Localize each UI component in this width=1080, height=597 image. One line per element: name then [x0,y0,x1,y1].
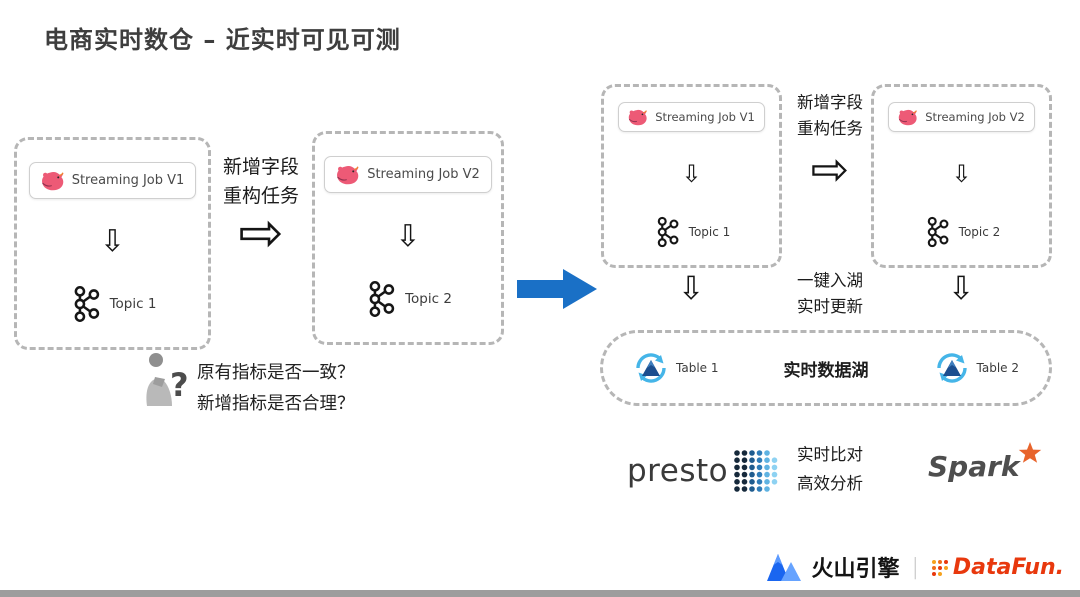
flink-icon [41,170,65,191]
job-label: Streaming Job V2 [367,167,480,182]
topic-label: Topic 1 [109,296,157,312]
question-mark-icon: ? [170,366,189,404]
ingest-note-line2: 实时更新 [797,297,863,317]
spark-wordmark: Spark [928,450,1020,483]
data-lake-box: Table 1 实时数据湖 Table 2 [600,330,1052,406]
big-blue-arrow-icon [517,267,597,315]
hudi-icon [633,350,669,386]
kafka-icon [69,285,101,323]
bottom-gray-bar [0,590,1080,597]
right-rebuild-note: 新增字段 重构任务 [786,90,874,141]
metric-question-line1: 原有指标是否一致？ [197,363,355,383]
streaming-job-v2-pill: Streaming Job V2 [324,156,492,193]
datafun-dots-icon [931,558,948,577]
metric-question-note: 原有指标是否一致？ 新增指标是否合理？ [197,358,437,419]
footer-divider: | [911,554,919,580]
datafun-logo: DataFun. [931,555,1064,580]
streaming-job-v1-pill: Streaming Job V1 [618,102,765,132]
flink-icon [628,108,648,126]
lake-label: 实时数据湖 [783,360,869,381]
right-rebuild-note-line1: 新增字段 [797,93,863,112]
right-arrow-icon: ⇨ [810,142,850,196]
metric-question-line2: 新增指标是否合理？ [197,393,355,414]
table-label: Table 1 [676,361,719,375]
right-job-v1-box: Streaming Job V1 ⇩ Topic 1 [601,84,782,268]
streaming-job-v2-pill: Streaming Job V2 [888,102,1035,132]
thinker-icon [138,350,190,410]
down-arrow-icon: ⇩ [951,160,972,188]
presto-logo: presto [627,449,779,493]
job-label: Streaming Job V2 [925,110,1025,124]
table2-group: Table 2 [934,350,1019,386]
flink-icon [898,108,918,126]
spark-logo: Spark [928,442,1042,483]
right-rebuild-note-line2: 重构任务 [797,118,863,138]
left-job-v2-box: Streaming Job V2 ⇩ Topic 2 [312,131,504,345]
ingest-note: 一键入湖 实时更新 [786,268,874,321]
down-arrow-icon: ⇩ [677,269,705,307]
hudi-icon [934,350,970,386]
down-arrow-icon: ⇩ [395,218,421,254]
volcengine-wordmark: 火山引擎 [811,557,900,582]
flink-icon [336,164,360,185]
topic-label: Topic 2 [405,291,452,307]
footer: 火山引擎 | DataFun. [767,551,1064,583]
ingest-note-line1: 一键入湖 [797,271,863,290]
down-arrow-icon: ⇩ [947,269,975,307]
table-label: Table 2 [976,361,1019,375]
topic-row: Topic 1 [653,216,731,248]
spark-star-icon [1018,442,1042,466]
down-arrow-icon: ⇩ [681,160,702,188]
left-rebuild-note-line1: 新增字段 [222,156,299,178]
left-job-v1-box: Streaming Job V1 ⇩ Topic 1 [14,137,211,350]
job-label: Streaming Job V1 [71,173,185,188]
streaming-job-v1-pill: Streaming Job V1 [28,162,197,199]
analysis-note: 实时比对 高效分析 [786,441,874,499]
topic-row: Topic 2 [923,216,1001,248]
kafka-icon [653,216,680,248]
topic-label: Topic 2 [958,225,1001,239]
left-rebuild-note-line2: 重构任务 [222,185,299,208]
analysis-note-line1: 实时比对 [797,445,863,464]
right-arrow-icon: ⇨ [238,201,284,264]
presto-dots-icon [733,449,779,493]
datafun-wordmark: DataFun. [952,554,1064,580]
topic-label: Topic 1 [688,225,731,239]
table1-group: Table 1 [633,350,718,386]
job-label: Streaming Job V1 [655,110,755,124]
analysis-note-line2: 高效分析 [797,473,863,493]
kafka-icon [923,216,950,248]
right-job-v2-box: Streaming Job V2 ⇩ Topic 2 [871,84,1052,268]
kafka-icon [364,280,396,318]
presto-wordmark: presto [627,453,729,489]
topic-row: Topic 2 [364,280,452,318]
topic-row: Topic 1 [69,285,157,323]
page-title: 电商实时数仓 – 近实时可见可测 [44,26,401,54]
down-arrow-icon: ⇩ [99,224,126,259]
left-rebuild-note: 新增字段 重构任务 [212,153,310,212]
volcengine-mountain-icon [767,553,802,581]
